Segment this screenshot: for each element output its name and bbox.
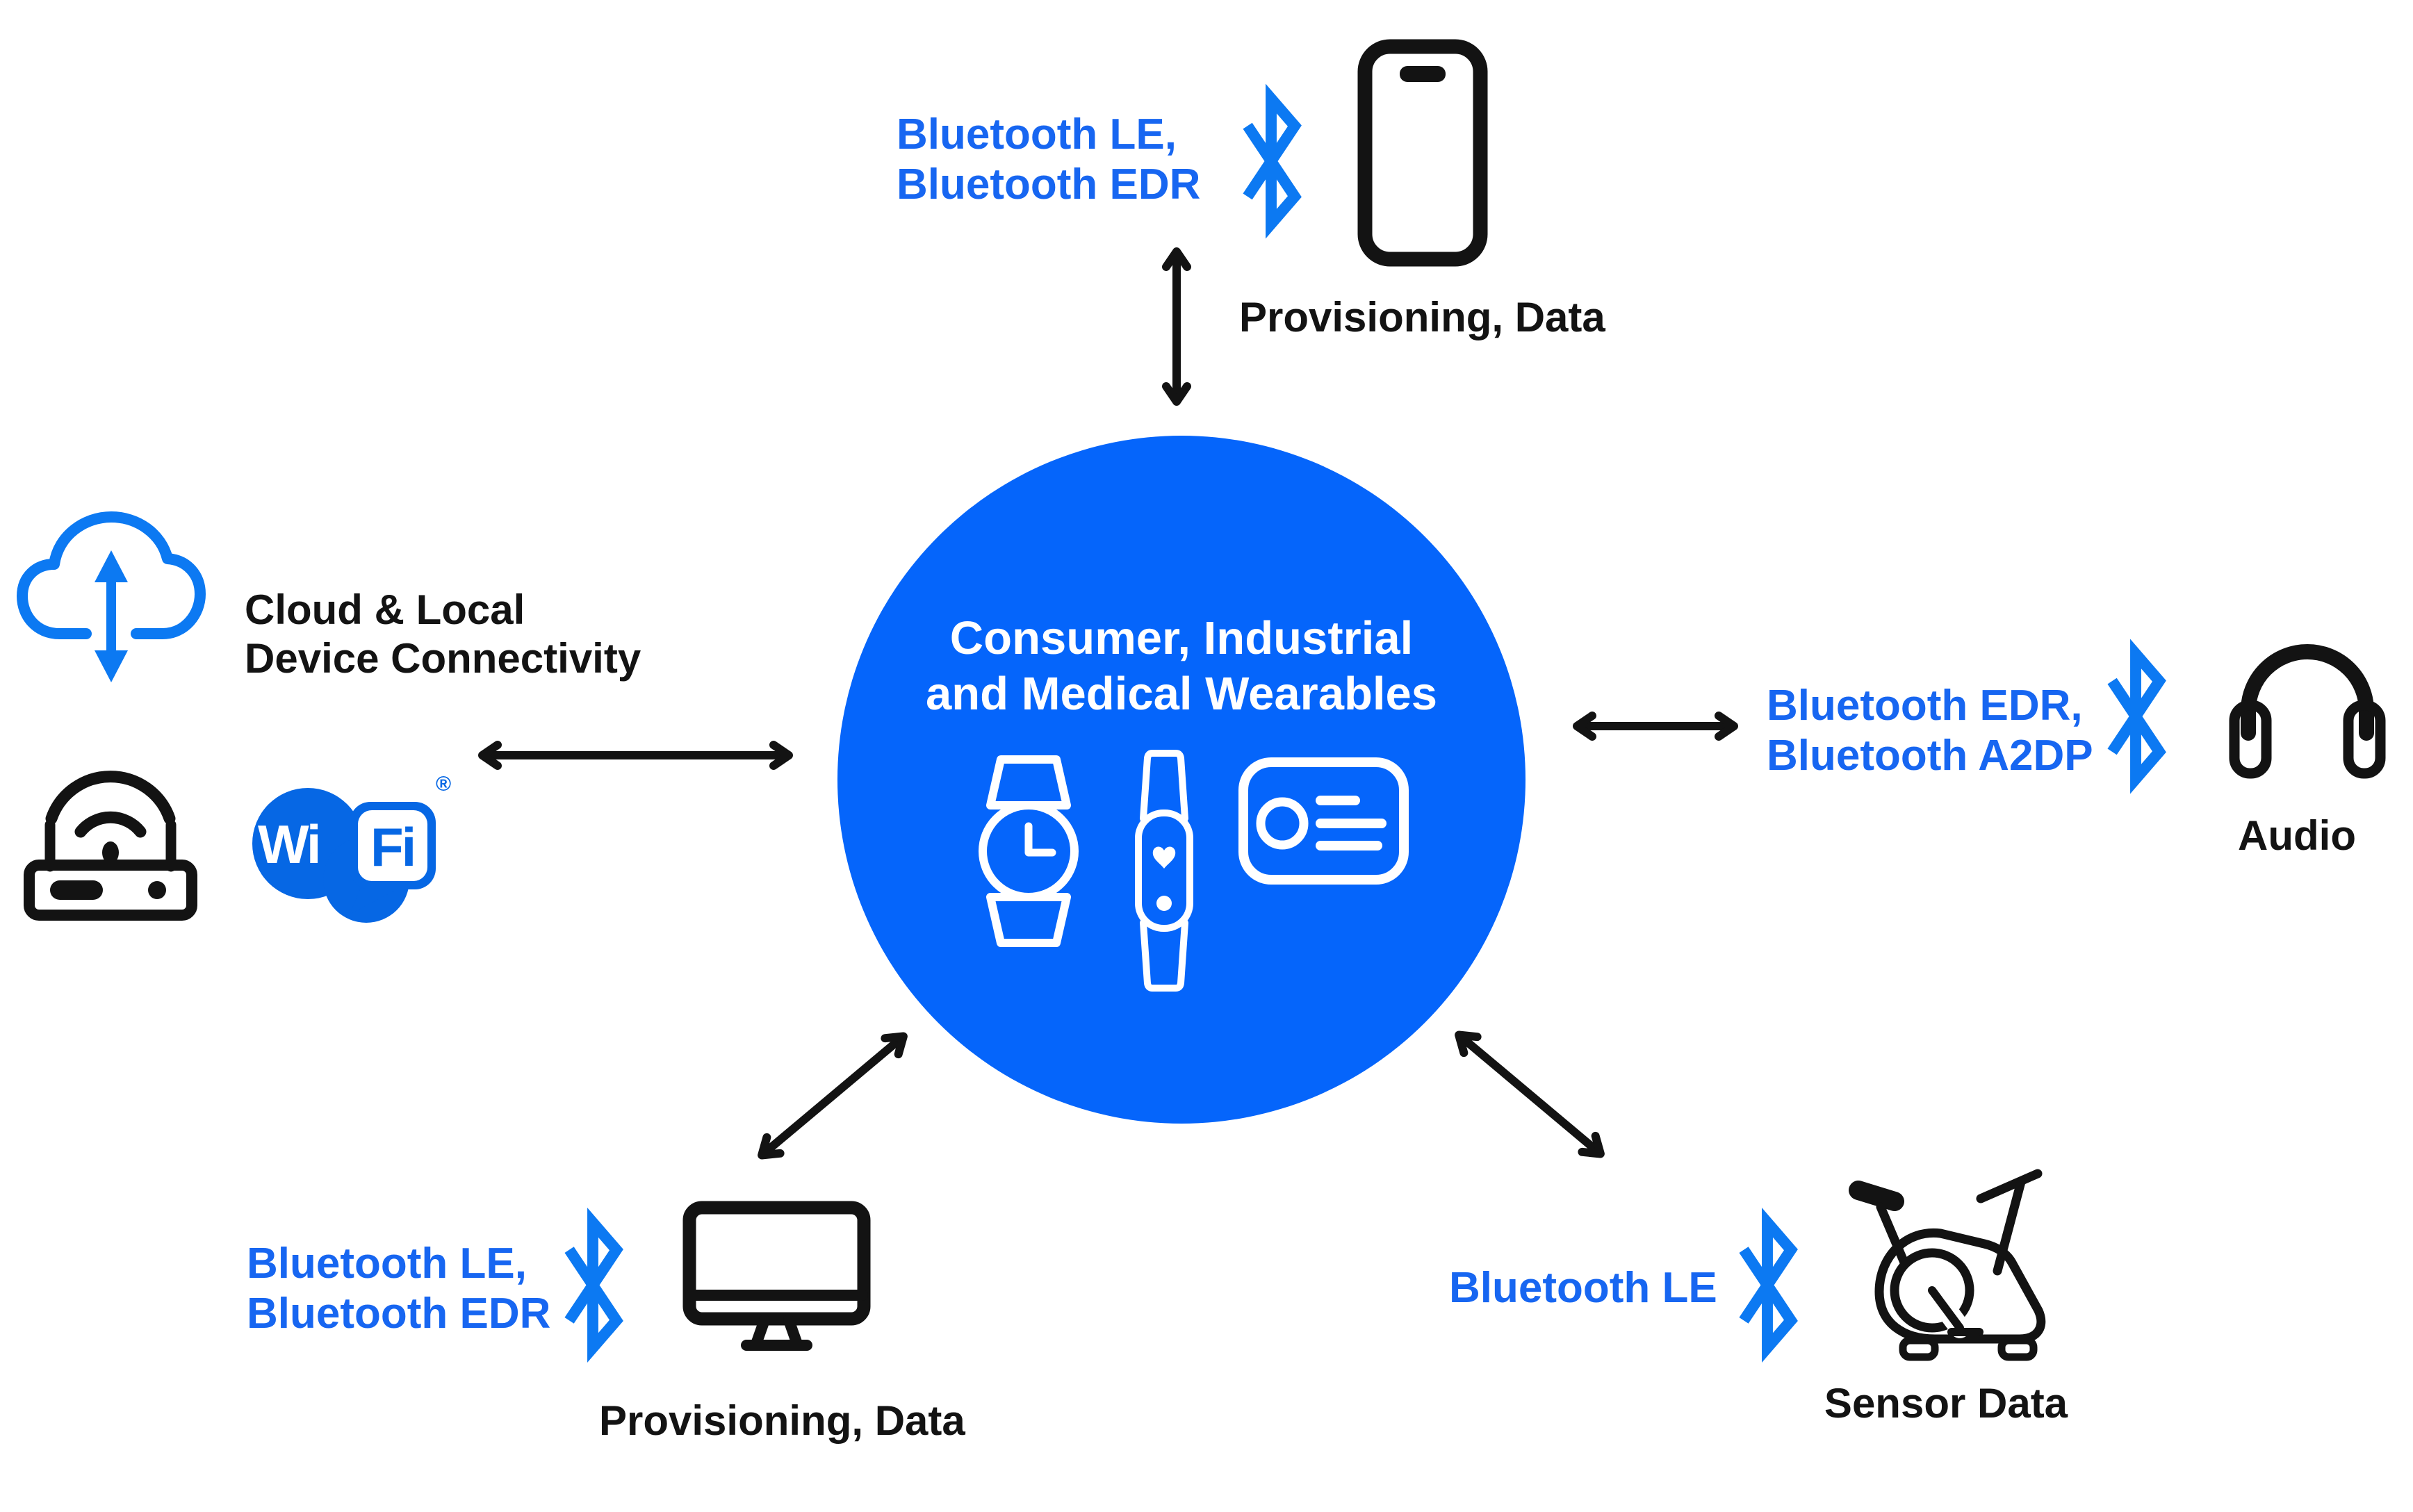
- arrow-bottom-left: [758, 1032, 908, 1160]
- arrow-top: [1162, 247, 1191, 406]
- bluetooth-icon: [564, 1208, 623, 1363]
- audio-protocols-label: Bluetooth EDR, Bluetooth A2DP: [1767, 681, 2093, 781]
- bluetooth-icon: [1739, 1208, 1798, 1363]
- cloud-label: Cloud & Local Device Connectivity: [245, 586, 641, 683]
- fitness-band-icon: [1135, 750, 1193, 992]
- phone-caption: Provisioning, Data: [1239, 294, 1605, 340]
- center-hub-title: Consumer, Industrial and Medical Wearabl…: [837, 611, 1525, 722]
- sensor-caption: Sensor Data: [1824, 1380, 2068, 1427]
- cloud-label-line2: Device Connectivity: [245, 635, 641, 682]
- computer-node: Bluetooth LE, Bluetooth EDR Provisioning…: [245, 1181, 988, 1452]
- wifi-logo: Wi Fi ®: [247, 773, 451, 924]
- smartphone-icon: [1357, 39, 1488, 267]
- phone-protocols-label: Bluetooth LE, Bluetooth EDR: [897, 110, 1200, 210]
- audio-protocols-line2: Bluetooth A2DP: [1767, 732, 2093, 780]
- phone-protocols-line1: Bluetooth LE,: [897, 110, 1177, 158]
- arrow-left: [478, 741, 793, 770]
- arrow-right: [1573, 712, 1738, 741]
- center-hub: Consumer, Industrial and Medical Wearabl…: [837, 436, 1525, 1124]
- audio-protocols-line1: Bluetooth EDR,: [1767, 682, 2083, 730]
- phone-node: Bluetooth LE, Bluetooth EDR Provisioning…: [890, 28, 1612, 347]
- desktop-computer-icon: [682, 1201, 871, 1351]
- arrow-bottom-right: [1455, 1030, 1605, 1158]
- center-hub-title-line1: Consumer, Industrial: [949, 612, 1414, 664]
- sensor-node: Bluetooth LE Sensor Data: [1446, 1153, 2113, 1445]
- wifi-logo-cloud: [252, 788, 436, 923]
- computer-protocols-label: Bluetooth LE, Bluetooth EDR: [247, 1239, 550, 1339]
- headphones-icon: [2229, 644, 2386, 779]
- wifi-logo-fi: Fi: [370, 816, 416, 878]
- smartwatch-icon: [979, 755, 1079, 947]
- computer-caption: Provisioning, Data: [599, 1397, 965, 1444]
- router-icon: [24, 771, 197, 921]
- audio-node: Bluetooth EDR, Bluetooth A2DP Audio: [1765, 625, 2412, 876]
- cloud-wifi-node: Cloud & Local Device Connectivity Wi: [14, 486, 709, 959]
- computer-protocols-line2: Bluetooth EDR: [247, 1290, 551, 1338]
- phone-protocols-line2: Bluetooth EDR: [897, 161, 1201, 208]
- exercise-bike-icon: [1849, 1169, 2046, 1361]
- wifi-registered-mark: ®: [436, 773, 452, 796]
- audio-caption: Audio: [2238, 812, 2356, 859]
- computer-protocols-line1: Bluetooth LE,: [247, 1240, 527, 1288]
- cloud-sync-icon: [17, 511, 206, 682]
- bluetooth-icon: [2107, 639, 2166, 794]
- sensor-protocol-label: Bluetooth LE: [1449, 1264, 1717, 1312]
- cloud-label-line1: Cloud & Local: [245, 586, 525, 633]
- wifi-logo-wi: Wi: [258, 814, 322, 875]
- id-badge-icon: [1238, 757, 1409, 885]
- bluetooth-icon: [1243, 83, 1302, 239]
- center-hub-title-line2: and Medical Wearables: [925, 668, 1438, 720]
